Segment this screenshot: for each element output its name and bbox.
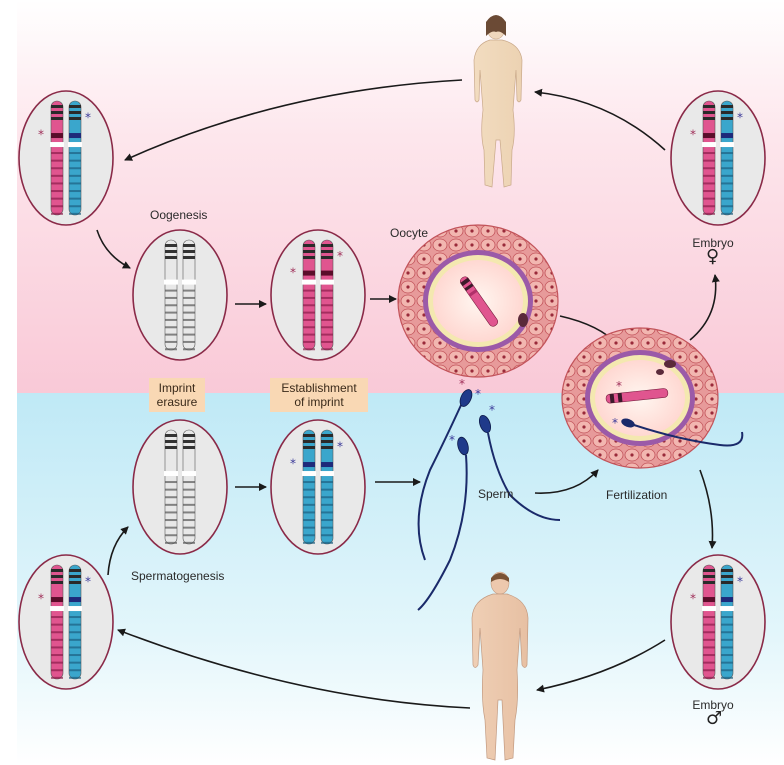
sperm-label: Sperm [478, 487, 514, 501]
adult-female-figure [473, 15, 523, 188]
svg-text:*: * [475, 387, 481, 401]
fertilization-label: Fertilization [606, 488, 668, 502]
imprint-erasure-line1: Imprint [158, 381, 196, 395]
arrow-sperm-to-fertilization [534, 469, 599, 494]
sperm-imprint-stars: * * * * * * [449, 377, 622, 447]
germline-male-oval: ** [18, 554, 114, 690]
spermatogenesis-erased-oval [132, 419, 228, 555]
arrow-to-oogenesis [96, 229, 131, 269]
svg-text:*: * [612, 416, 618, 430]
svg-text:*: * [489, 403, 495, 417]
imprint-star: * [85, 111, 91, 125]
imprint-star: * [38, 128, 44, 142]
imprint-star: * [290, 457, 296, 471]
imprint-star: * [337, 249, 343, 263]
establishment-line1: Establishment [281, 381, 357, 395]
arrow-to-spermatogenesis [107, 526, 129, 576]
spermatogenesis-label: Spermatogenesis [131, 569, 225, 583]
adult-male-figure [471, 571, 529, 761]
sperm-heads [457, 389, 492, 456]
imprint-star: * [85, 575, 91, 589]
imprint-erasure-line2: erasure [156, 395, 198, 409]
embryo-male-label: Embryo [692, 698, 734, 712]
oogenesis-imprinted-oval: ** [270, 229, 366, 361]
oocyte-label: Oocyte [390, 226, 429, 240]
svg-text:*: * [449, 433, 455, 447]
imprint-star: * [737, 111, 743, 125]
fertilized-egg [561, 327, 744, 469]
establishment-of-imprint-box: Establishment of imprint [270, 378, 368, 412]
arrow-man-to-germline [117, 628, 471, 709]
female-symbol: ♀ [706, 246, 720, 267]
arrow-woman-to-germline [124, 79, 463, 161]
male-symbol: ♂ [706, 708, 723, 729]
imprint-star: * [337, 440, 343, 454]
arrow-to-female-embryo [689, 274, 720, 341]
embryo-male-oval: ** [670, 554, 766, 690]
svg-text:*: * [616, 379, 622, 393]
oogenesis-erased-oval [132, 229, 228, 361]
imprint-star: * [690, 592, 696, 606]
imprint-erasure-box: Imprint erasure [149, 378, 205, 412]
imprint-star: * [690, 128, 696, 142]
imprint-star: * [290, 265, 296, 279]
germline-female-oval: ** [18, 90, 114, 226]
oocyte [397, 224, 559, 378]
arrow-to-male-embryo [699, 469, 717, 549]
embryo-female-label: Embryo [692, 236, 734, 250]
embryo-female-oval: ** [670, 90, 766, 226]
oogenesis-label: Oogenesis [150, 208, 208, 222]
spermatogenesis-imprinted-oval: ** [270, 419, 366, 555]
arrow-embryo-to-man [536, 639, 666, 693]
svg-text:*: * [459, 377, 465, 391]
establishment-line2: of imprint [294, 395, 344, 409]
imprint-star: * [737, 575, 743, 589]
sperm-group [417, 402, 561, 611]
imprint-star: * [38, 592, 44, 606]
arrow-embryo-to-woman [534, 88, 666, 151]
